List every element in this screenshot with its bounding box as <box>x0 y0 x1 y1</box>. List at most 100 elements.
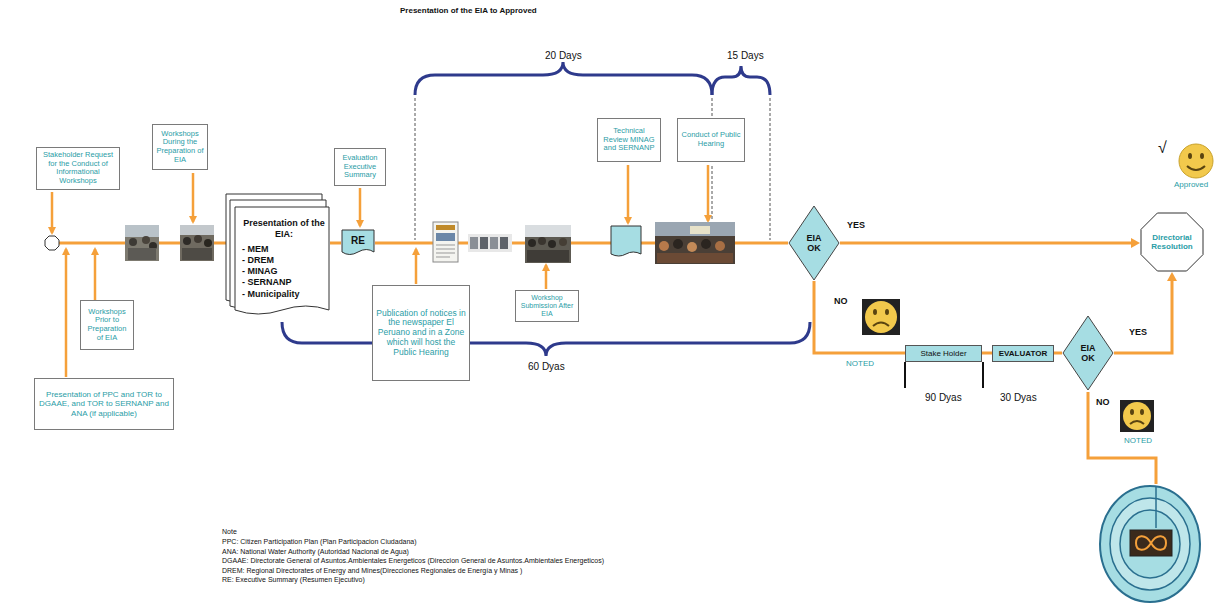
endless-spiral-part <box>1120 510 1180 578</box>
node-text: EVALUATOR <box>999 349 1047 358</box>
edge-label: YES <box>1128 328 1148 338</box>
callout-arrow-part <box>545 265 548 289</box>
workshop-photo-part <box>125 225 159 261</box>
process-box: EVALUATOR <box>992 345 1054 362</box>
duration-tick-part <box>982 362 984 388</box>
newspaper-image-part <box>436 249 455 250</box>
check-mark: √ <box>1158 139 1167 157</box>
node-text: Publication of notices in the newspaper … <box>376 309 466 358</box>
note-line: DGAAE: Directorate General of Asuntos.Am… <box>222 557 604 565</box>
time-bracket-part <box>415 62 712 95</box>
node-text: Conduct of Public Hearing <box>681 131 741 148</box>
chain-image-part <box>500 237 508 249</box>
endless-spiral-part <box>1130 530 1172 556</box>
connector <box>330 243 341 244</box>
node-text: EIA OK <box>799 233 829 254</box>
chain-image-part <box>480 237 488 249</box>
workshop-photo-part <box>142 236 150 244</box>
review-document <box>611 226 641 256</box>
connector-line <box>1054 352 1062 355</box>
decision-label: NO <box>1096 398 1110 408</box>
hearing-photo-part <box>655 222 735 264</box>
node-list-item: - MINAG <box>242 266 326 277</box>
workshop-photo-part <box>180 225 214 261</box>
endless-spiral-part <box>1100 486 1200 602</box>
sad-face-part <box>1130 421 1144 424</box>
callout-arrow-part <box>65 249 68 377</box>
node-text: Technical Review MINAG and SERNANP <box>601 127 657 153</box>
duration-label: 15 Days <box>727 50 764 61</box>
dashed-divider-part <box>712 98 713 116</box>
status-label: NOTED <box>846 360 874 369</box>
connector <box>1114 272 1177 353</box>
connector-line <box>1114 279 1172 353</box>
node-list-item: - SERNANP <box>242 277 326 288</box>
endless-spiral-part <box>1110 498 1190 590</box>
callout-arrow-part <box>627 165 630 223</box>
callout-box: Stakeholder Request for the Conduct of I… <box>36 147 120 190</box>
sad-face-part <box>1123 402 1151 430</box>
workshop-photo-part <box>128 248 156 260</box>
document-stack: Presentation of the EIA:- MEM- DREM- MIN… <box>234 206 330 318</box>
callout-arrow-part <box>707 165 710 221</box>
newspaper-image-part <box>436 233 455 241</box>
connector <box>982 353 992 354</box>
dashed-divider <box>415 98 770 240</box>
rejection-line <box>1088 392 1156 484</box>
status-label: NOTED <box>1124 437 1152 446</box>
newspaper-image-part <box>436 245 455 246</box>
sad-face-part <box>1130 409 1134 415</box>
duration-tick-part <box>904 362 906 388</box>
callout-box: Workshops During the Preparation of EIA <box>152 124 208 170</box>
hearing-photo-part <box>655 222 735 236</box>
connector-line <box>982 352 992 355</box>
edge-label: YES <box>846 221 866 231</box>
callout-arrow-part <box>94 249 97 300</box>
sad-face-part <box>862 299 900 335</box>
endless-spiral-part <box>1155 486 1157 528</box>
note-line: PPC: Citizen Participation Plan (Plan Pa… <box>222 538 417 546</box>
crowd-photo-part <box>538 237 546 245</box>
hearing-photo-part <box>659 241 669 251</box>
note-line: RE: Executive Summary (Resumen Ejecutivo… <box>222 576 365 584</box>
node-list-item: - Municipality <box>242 289 326 300</box>
hearing-photo-part <box>673 239 683 249</box>
duration-label: 90 Dyas <box>925 392 962 403</box>
callout-box: Workshop Submission After EIA <box>515 290 579 322</box>
end-octagon: Directorial Resolution <box>1140 212 1204 272</box>
node-text: Workshops Prior to Preparation of EIA <box>84 308 130 343</box>
rejection-line-part <box>1088 392 1156 484</box>
connector <box>840 238 1140 248</box>
callout-box: Technical Review MINAG and SERNANP <box>597 118 661 162</box>
start-octagon <box>45 236 59 250</box>
workshop-photo-part <box>129 238 137 246</box>
sad-face <box>862 299 1154 432</box>
node-text: Workshop Submission After EIA <box>519 294 575 318</box>
endless-spiral-part <box>1136 536 1166 550</box>
hearing-photo <box>655 222 735 264</box>
sad-face-part <box>885 309 889 315</box>
workshop-photo-part <box>125 225 159 237</box>
node-list-item: - DREM <box>242 255 326 266</box>
chain-image <box>468 234 512 252</box>
duration-label: 20 Days <box>545 50 582 61</box>
callout-arrow-part <box>415 249 418 284</box>
review-document-part <box>611 226 641 256</box>
summary-document: RE <box>341 229 375 257</box>
endless-spiral <box>1100 486 1200 602</box>
callout-box: Publication of notices in the newspaper … <box>372 285 470 381</box>
hearing-photo-part <box>657 253 733 263</box>
duration-label: 60 Dyas <box>528 361 565 372</box>
sad-face-part <box>873 309 877 315</box>
dashed-divider-part <box>712 166 713 220</box>
crowd-photo-part <box>525 225 571 237</box>
crowd-photo <box>525 225 571 263</box>
happy-face <box>1179 144 1213 178</box>
callout-box: Workshops Prior to Preparation of EIA <box>80 300 134 350</box>
node-text: Presentation of PPC and TOR to DGAAE, an… <box>38 390 170 418</box>
crowd-photo-part <box>527 250 569 262</box>
connector-line <box>840 242 1133 245</box>
crowd-photo-part <box>525 225 571 263</box>
